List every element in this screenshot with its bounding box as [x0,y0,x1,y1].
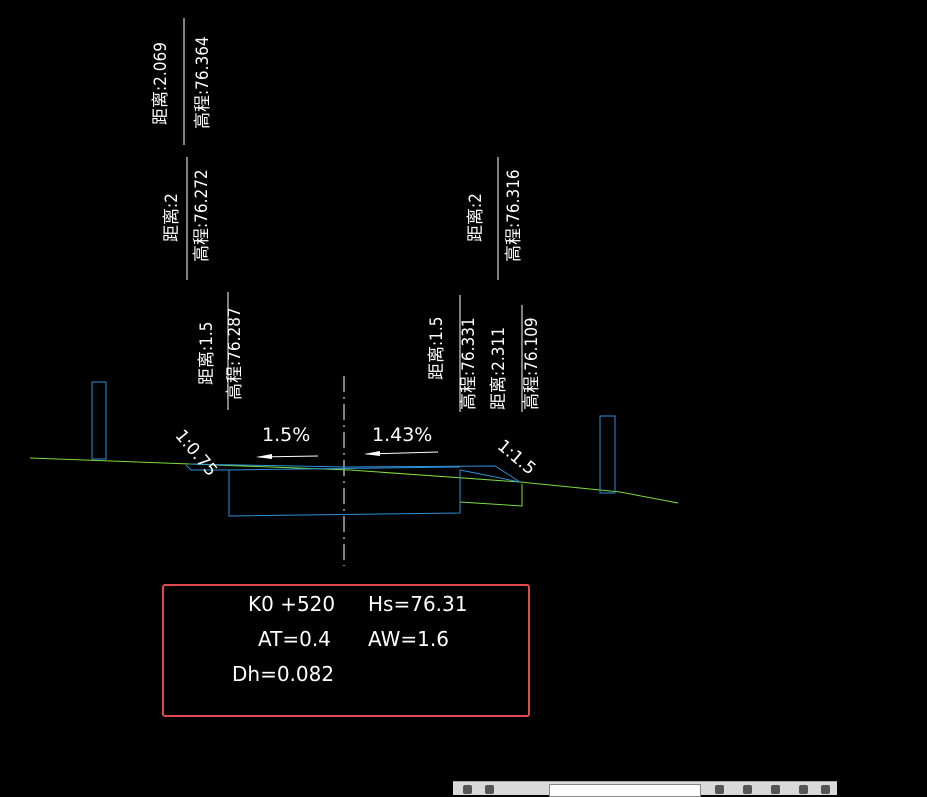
toolbar-icon[interactable] [743,785,752,794]
label-right2-elevation: 高程:76.316 [504,169,524,262]
label-left3-distance: 距离:1.5 [197,321,217,385]
toolbar-icon[interactable] [821,785,830,794]
left-grade-label: 1.5% [262,424,311,446]
at-label: AT=0.4 [258,627,331,651]
right-post [599,415,616,494]
toolbar-icon[interactable] [771,785,780,794]
label-left3-elevation: 高程:76.287 [225,307,245,400]
toolbar-icon[interactable] [485,785,494,794]
aw-label: AW=1.6 [368,627,449,651]
left-grade-arrowhead [256,454,272,459]
bottom-toolbar [453,781,837,797]
label-right3-distance: 距离:1.5 [427,316,447,380]
toolbar-icon[interactable] [463,785,472,794]
label-left2-distance: 距离:2 [162,193,182,242]
label-right2-distance: 距离:2 [466,193,486,242]
section-info-box [162,584,530,717]
toolbar-icon[interactable] [799,785,808,794]
ground-line-right [459,480,523,507]
dh-label: Dh=0.082 [232,662,335,686]
station-label: K0 +520 [248,592,336,616]
label-top1-distance: 距离:2.069 [151,42,171,125]
right-grade-label: 1.43% [372,424,433,446]
label-top1-elevation: 高程:76.364 [193,36,213,129]
left-post [91,381,107,460]
label-right4-distance: 距离:2.311 [489,327,509,410]
label-right3-elevation: 高程:76.331 [459,317,479,410]
command-input[interactable] [549,784,701,797]
label-left2-elevation: 高程:76.272 [192,169,212,262]
right-grade-arrowhead [364,451,380,456]
pavement-layer [228,466,461,471]
label-right4-elevation: 高程:76.109 [522,317,542,410]
pavement-surface [185,463,521,517]
hs-label: Hs=76.31 [368,592,468,616]
ground-line [29,457,679,504]
toolbar-icon[interactable] [715,785,724,794]
